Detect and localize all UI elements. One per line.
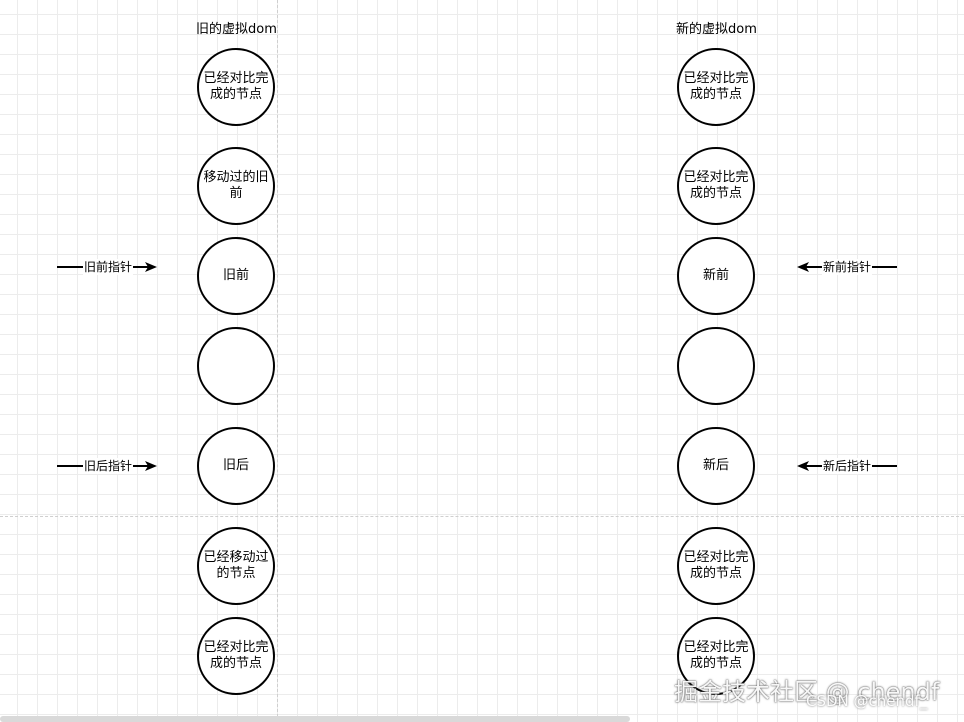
new-node-6-label: 已经对比完成的节点 xyxy=(683,550,749,581)
new-node-5-label: 新后 xyxy=(702,458,729,473)
old-node-7: 已经对比完成的节点 xyxy=(197,617,275,695)
new-front-pointer-label: 新前指针 xyxy=(822,259,873,275)
old-node-6: 已经移动过的节点 xyxy=(197,527,275,605)
horizontal-guide-line xyxy=(0,516,964,517)
new-node-1-label: 已经对比完成的节点 xyxy=(683,71,749,102)
new-front-pointer: 新前指针 xyxy=(797,259,897,275)
old-vdom-heading: 旧的虚拟dom xyxy=(196,22,277,37)
old-front-pointer-label: 旧前指针 xyxy=(83,259,134,275)
csdn-watermark: CSDN @chendf_ xyxy=(806,692,928,710)
new-vdom-heading: 新的虚拟dom xyxy=(676,22,757,37)
old-node-1-label: 已经对比完成的节点 xyxy=(203,71,269,102)
new-node-7: 已经对比完成的节点 xyxy=(677,617,755,695)
new-node-7-label: 已经对比完成的节点 xyxy=(683,640,749,671)
old-back-pointer: 旧后指针 xyxy=(57,458,157,474)
new-node-3-label: 新前 xyxy=(702,268,729,283)
old-node-1: 已经对比完成的节点 xyxy=(197,48,275,126)
new-node-5: 新后 xyxy=(677,427,755,505)
new-node-2: 已经对比完成的节点 xyxy=(677,147,755,225)
new-back-pointer: 新后指针 xyxy=(797,458,897,474)
horizontal-scrollbar[interactable] xyxy=(0,716,630,722)
juejin-watermark: 掘金技术社区 @ chendf xyxy=(674,678,940,706)
new-node-3: 新前 xyxy=(677,237,755,315)
old-node-6-label: 已经移动过的节点 xyxy=(203,550,269,581)
old-front-pointer: 旧前指针 xyxy=(57,259,157,275)
new-node-4 xyxy=(677,327,755,405)
old-back-pointer-label: 旧后指针 xyxy=(83,458,134,474)
old-node-5: 旧后 xyxy=(197,427,275,505)
old-node-7-label: 已经对比完成的节点 xyxy=(203,640,269,671)
new-node-2-label: 已经对比完成的节点 xyxy=(683,170,749,201)
old-node-3-label: 旧前 xyxy=(222,268,249,283)
old-node-2-label: 移动过的旧前 xyxy=(203,170,269,201)
vertical-guide-line xyxy=(277,0,278,722)
new-back-pointer-label: 新后指针 xyxy=(822,458,873,474)
old-node-2: 移动过的旧前 xyxy=(197,147,275,225)
old-node-5-label: 旧后 xyxy=(222,458,249,473)
old-node-4 xyxy=(197,327,275,405)
new-node-1: 已经对比完成的节点 xyxy=(677,48,755,126)
new-node-6: 已经对比完成的节点 xyxy=(677,527,755,605)
old-node-3: 旧前 xyxy=(197,237,275,315)
